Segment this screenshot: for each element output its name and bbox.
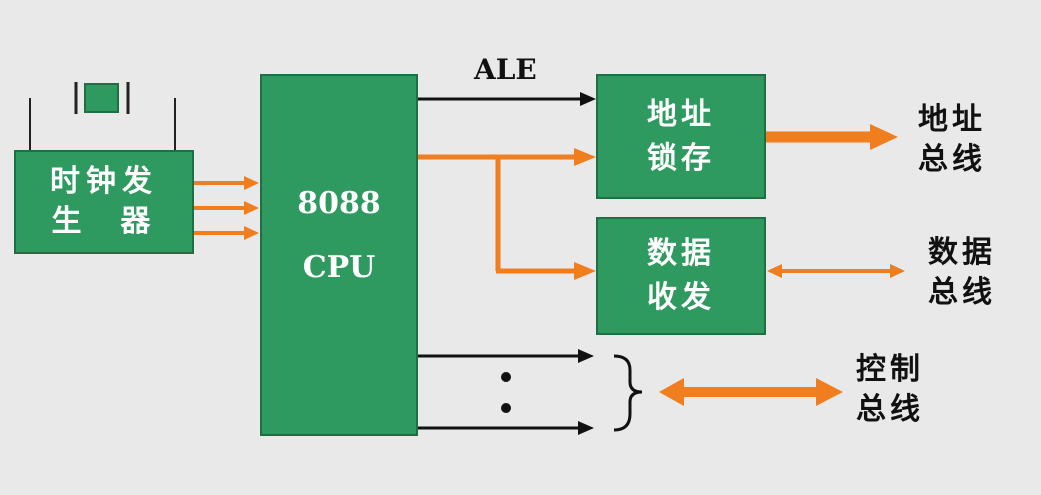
control-bus-arrow	[659, 378, 843, 406]
address-latch-label-line2: 锁存	[647, 140, 715, 176]
clock-generator-label-line1: 时钟发	[50, 164, 158, 199]
vertical-ellipsis-icon	[501, 372, 511, 413]
right-brace-icon	[613, 354, 643, 432]
control-bus-label-line1: 控制	[856, 352, 924, 387]
address-bus-label: 地址 总线	[910, 100, 994, 180]
address-latch-block: 地址 锁存	[596, 74, 766, 199]
address-bus-arrow	[765, 124, 898, 150]
cpu-name-label: CPU	[302, 250, 376, 285]
ale-label: ALE	[474, 53, 537, 86]
ale-arrowhead	[580, 92, 596, 106]
control-signal-lines	[417, 349, 594, 435]
data-transceiver-label-line2: 收发	[647, 280, 715, 315]
data-bus-arrow	[767, 264, 905, 278]
address-latch-label-line1: 地址	[647, 96, 715, 132]
cpu-address-data-path	[417, 148, 596, 280]
clock-generator-label-line2: 生 器	[51, 204, 157, 239]
data-bus-label-line1: 数据	[928, 235, 996, 270]
clock-generator-block: 时钟发 生 器	[14, 150, 194, 254]
cpu-model-label: 8088	[297, 186, 381, 221]
data-transceiver-label-line1: 数据	[647, 236, 715, 271]
data-bus-label: 数据 总线	[920, 233, 1004, 313]
crystal-oscillator-icon	[29, 82, 176, 150]
clock-to-cpu-arrows	[193, 176, 259, 240]
data-bus-label-line2: 总线	[928, 275, 996, 310]
address-bus-label-line1: 地址	[918, 102, 986, 137]
control-bus-label-line2: 总线	[856, 392, 924, 427]
address-bus-label-line2: 总线	[918, 142, 986, 177]
data-transceiver-block: 数据 收发	[596, 217, 766, 335]
control-bus-label: 控制 总线	[848, 350, 932, 430]
cpu-block: 8088 CPU	[260, 74, 418, 436]
